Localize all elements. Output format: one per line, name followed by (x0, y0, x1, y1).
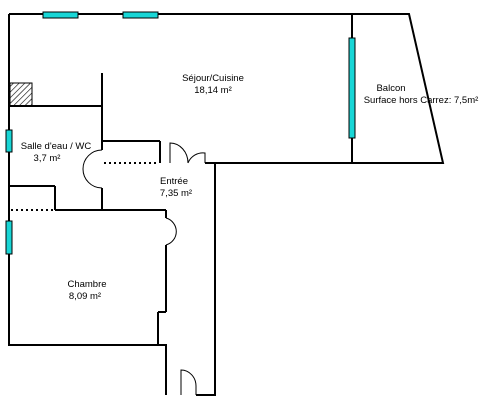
window-salle (5, 129, 13, 153)
room-area-salle: 3,7 m² (34, 153, 61, 164)
window-sejour-2 (122, 11, 159, 19)
window-sejour-1 (42, 11, 79, 19)
room-name-salle: Salle d'eau / WC (21, 141, 92, 152)
outer-walls (8, 13, 445, 396)
window-chambre (5, 220, 13, 255)
room-name-sejour: Séjour/Cuisine (182, 73, 244, 84)
room-name-entree: Entrée (160, 176, 188, 187)
room-area-chambre: 8,09 m² (69, 291, 101, 302)
room-area-sejour: 18,14 m² (194, 85, 232, 96)
window-balcon (348, 37, 356, 139)
room-name-chambre: Chambre (67, 279, 106, 290)
room-area-entree: 7,35 m² (160, 188, 192, 199)
interior-walls (9, 73, 215, 345)
room-name-balcon: Balcon (376, 83, 405, 94)
door-swings (82, 142, 206, 395)
duct-hatched (9, 82, 33, 107)
room-area-balcon: Surface hors Carrez: 7,5m² (364, 95, 479, 106)
windows (5, 11, 356, 255)
